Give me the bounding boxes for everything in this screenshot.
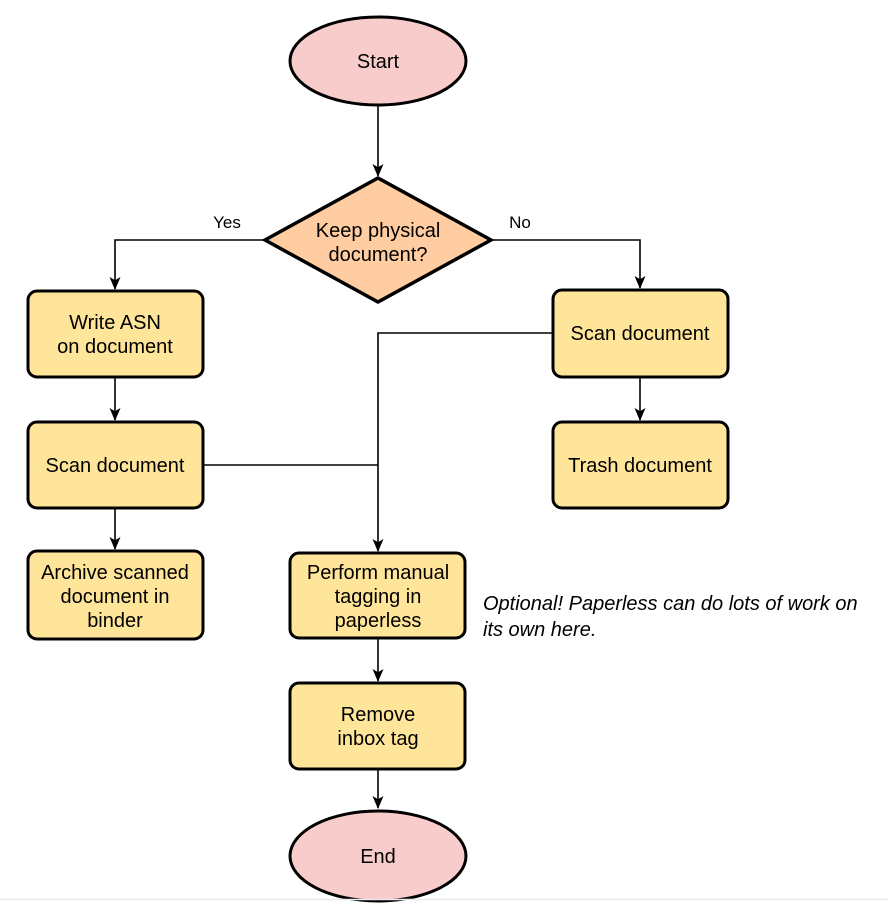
write-asn-node: Write ASN on document xyxy=(26,289,205,379)
decision-label-line2: document? xyxy=(329,244,428,266)
edges-layer: Yes No xyxy=(109,105,646,809)
edge-label-no: No xyxy=(509,213,531,232)
write-asn-box xyxy=(26,289,205,379)
start-node: Start xyxy=(288,15,468,107)
trash-box xyxy=(551,420,730,510)
start-label: Start xyxy=(357,51,400,73)
archive-node: Archive scanned document in binder xyxy=(26,549,205,641)
remove-inbox-tag-box xyxy=(288,681,467,771)
annotation-line2: its own here. xyxy=(483,619,596,641)
archive-label-line1: Archive scanned xyxy=(41,562,189,584)
tagging-label-line3: paperless xyxy=(335,610,422,632)
scan-document-right-node: Scan document xyxy=(551,288,730,379)
tagging-label-line2: tagging in xyxy=(335,586,422,608)
scan-document-left-label: Scan document xyxy=(46,455,185,477)
decision-label-line1: Keep physical xyxy=(316,220,441,242)
tagging-node: Perform manual tagging in paperless xyxy=(288,551,467,640)
remove-inbox-tag-node: Remove inbox tag xyxy=(288,681,467,771)
trash-label: Trash document xyxy=(568,455,712,477)
tagging-label-line1: Perform manual xyxy=(307,562,449,584)
end-node: End xyxy=(288,809,468,903)
scan-document-right-box xyxy=(551,288,730,379)
remove-inbox-tag-label-line2: inbox tag xyxy=(337,728,418,750)
archive-label-line2: document in xyxy=(61,586,170,608)
edge-label-yes: Yes xyxy=(213,213,241,232)
start-ellipse xyxy=(288,15,468,107)
tagging-box xyxy=(288,551,467,640)
archive-box xyxy=(26,549,205,641)
scan-document-left-node: Scan document xyxy=(26,420,205,510)
decision-node: Keep physical document? xyxy=(261,176,495,304)
scan-document-right-label: Scan document xyxy=(571,323,710,345)
end-ellipse xyxy=(288,809,468,903)
scan-document-left-box xyxy=(26,420,205,510)
decision-diamond xyxy=(261,176,495,304)
write-asn-label-line2: on document xyxy=(57,336,173,358)
end-label: End xyxy=(360,846,396,868)
edge-decision-yes xyxy=(109,239,265,290)
archive-label-line3: binder xyxy=(87,610,143,632)
write-asn-label-line1: Write ASN xyxy=(69,312,161,334)
edge-decision-no xyxy=(491,239,646,289)
edge-scan-right-to-tagging xyxy=(372,332,553,552)
annotation: Optional! Paperless can do lots of work … xyxy=(483,593,858,641)
trash-node: Trash document xyxy=(551,420,730,510)
remove-inbox-tag-label-line1: Remove xyxy=(341,704,415,726)
annotation-line1: Optional! Paperless can do lots of work … xyxy=(483,593,858,615)
